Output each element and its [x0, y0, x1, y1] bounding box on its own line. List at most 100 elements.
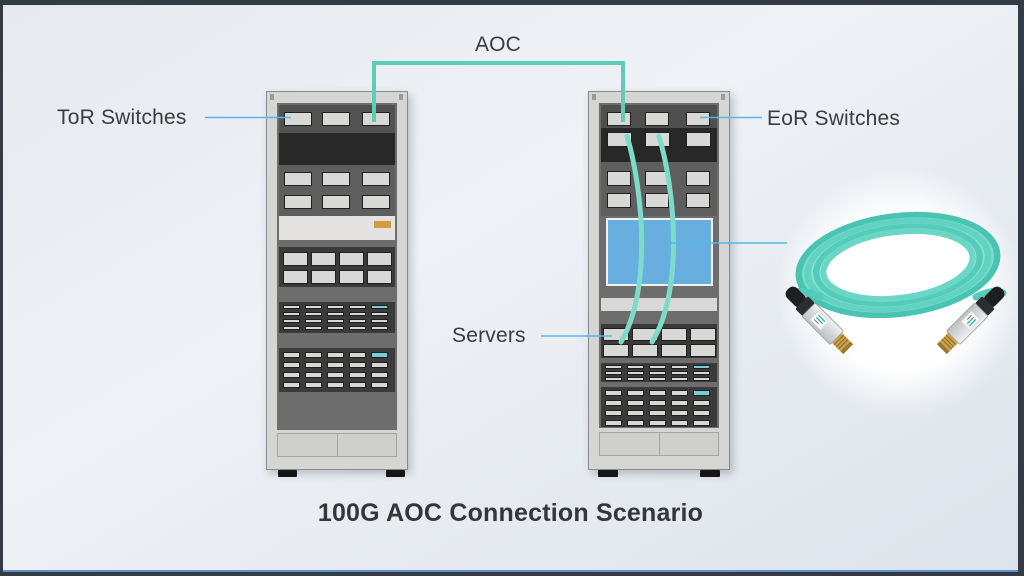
port	[690, 344, 716, 357]
port	[349, 319, 366, 323]
port	[339, 252, 364, 266]
port	[605, 371, 622, 375]
diagram-title: 100G AOC Connection Scenario	[317, 499, 704, 527]
port	[649, 410, 666, 416]
port	[607, 112, 631, 126]
frame-edge-top	[0, 0, 1024, 5]
right-rack-notch	[721, 94, 725, 100]
port	[605, 400, 622, 406]
port	[349, 305, 366, 309]
port	[649, 420, 666, 426]
port	[327, 326, 344, 330]
port	[283, 319, 300, 323]
eor-switches-label: EoR Switches	[767, 107, 901, 130]
port	[349, 312, 366, 316]
port	[283, 382, 300, 388]
port	[327, 312, 344, 316]
port	[327, 362, 344, 368]
highlight-port	[693, 365, 710, 369]
port	[693, 377, 710, 381]
right-rack-unit-4	[606, 218, 713, 286]
qsfp-connector-right	[936, 286, 1005, 355]
port	[686, 132, 711, 147]
port	[607, 171, 631, 186]
port	[327, 372, 344, 378]
port	[371, 382, 388, 388]
port	[305, 305, 322, 309]
port	[627, 420, 644, 426]
port	[305, 362, 322, 368]
port	[693, 420, 710, 426]
port	[603, 328, 629, 341]
port	[362, 172, 390, 186]
port	[627, 390, 644, 396]
port	[349, 372, 366, 378]
port	[283, 362, 300, 368]
port	[627, 410, 644, 416]
port	[693, 400, 710, 406]
port	[671, 377, 688, 381]
port	[362, 195, 390, 209]
port	[645, 171, 669, 186]
port	[605, 390, 622, 396]
port	[693, 410, 710, 416]
port	[322, 172, 350, 186]
port	[322, 195, 350, 209]
left-rack-unit-4	[279, 216, 395, 240]
port	[605, 420, 622, 426]
cable-tail-left	[789, 287, 824, 301]
port	[649, 365, 666, 369]
aoc-connection-line	[372, 61, 625, 122]
port	[686, 193, 710, 208]
highlight-port	[693, 390, 710, 396]
port	[605, 365, 622, 369]
port	[627, 400, 644, 406]
servers-label: Servers	[452, 324, 526, 347]
port	[349, 352, 366, 358]
port	[284, 112, 312, 126]
aoc-cable-photo	[785, 211, 1007, 355]
port	[671, 410, 688, 416]
left-rack-foot	[386, 470, 405, 477]
left-rack-bottom-divider	[337, 434, 338, 456]
port	[603, 344, 629, 357]
port	[671, 420, 688, 426]
left-rack-foot	[278, 470, 297, 477]
port	[349, 362, 366, 368]
port	[627, 365, 644, 369]
port	[645, 132, 670, 147]
port	[305, 319, 322, 323]
frame-edge-right	[1018, 0, 1024, 576]
port	[671, 371, 688, 375]
port	[371, 326, 388, 330]
port	[686, 171, 710, 186]
port	[311, 252, 336, 266]
port	[283, 270, 308, 284]
right-rack-bottom-divider	[659, 433, 660, 455]
cable-coil	[795, 211, 1001, 319]
port	[649, 377, 666, 381]
port	[605, 377, 622, 381]
port	[693, 371, 710, 375]
port	[632, 328, 658, 341]
port	[661, 328, 687, 341]
port	[645, 193, 669, 208]
right-rack-unit-5	[601, 298, 717, 311]
port	[671, 365, 688, 369]
port	[661, 344, 687, 357]
port	[371, 372, 388, 378]
port	[305, 352, 322, 358]
port	[327, 305, 344, 309]
cable-tail-right	[972, 287, 1007, 301]
port	[649, 390, 666, 396]
port	[605, 410, 622, 416]
port	[607, 132, 632, 147]
port	[632, 344, 658, 357]
port	[305, 312, 322, 316]
highlight-port	[371, 305, 388, 309]
left-rack-notch	[399, 94, 403, 100]
port	[349, 326, 366, 330]
highlight-port	[371, 352, 388, 358]
